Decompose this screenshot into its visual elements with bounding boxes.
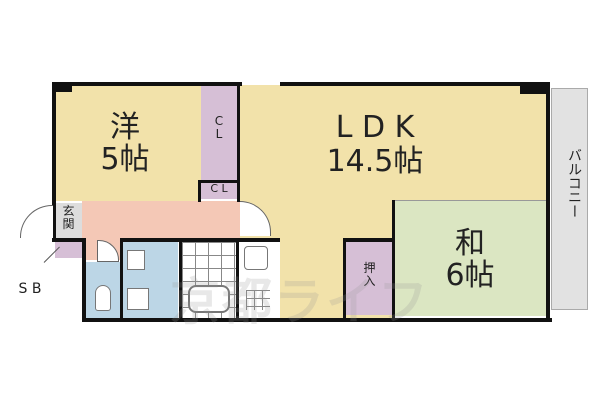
sink-icon xyxy=(244,246,268,270)
bathtub-icon xyxy=(188,285,230,313)
shoe-box xyxy=(55,240,82,258)
watermark-logo: 京都ライフ xyxy=(170,273,430,331)
stove-icon xyxy=(246,290,270,310)
hallway xyxy=(82,201,240,241)
ldk-size: 14.5帖 xyxy=(326,144,424,179)
japanese-room-size: 6帖 xyxy=(445,258,495,293)
closet-1-label: C L xyxy=(214,114,224,141)
entrance-door[interactable] xyxy=(20,205,53,238)
washing-machine-icon xyxy=(127,288,149,310)
balcony xyxy=(551,88,588,310)
room-japanese xyxy=(395,200,548,316)
toilet-bowl-icon xyxy=(95,285,111,311)
closet-1 xyxy=(201,85,237,180)
closet-2 xyxy=(201,182,237,199)
closet-2-label: C L xyxy=(210,182,228,195)
room-western xyxy=(55,85,201,201)
western-room-size: 5帖 xyxy=(100,142,150,177)
entrance xyxy=(55,203,82,240)
room-oshiire xyxy=(346,242,393,315)
balcony-label: バルコニー xyxy=(566,148,582,218)
shoe-box-label: S B xyxy=(18,281,42,297)
western-room-name: 洋 xyxy=(110,110,140,145)
japanese-room-name: 和 xyxy=(455,226,485,261)
oshiire-label: 押 入 xyxy=(363,261,376,288)
washbasin-icon xyxy=(127,250,145,270)
entrance-label: 玄 関 xyxy=(62,204,75,231)
ldk-name: L D K xyxy=(335,110,415,145)
